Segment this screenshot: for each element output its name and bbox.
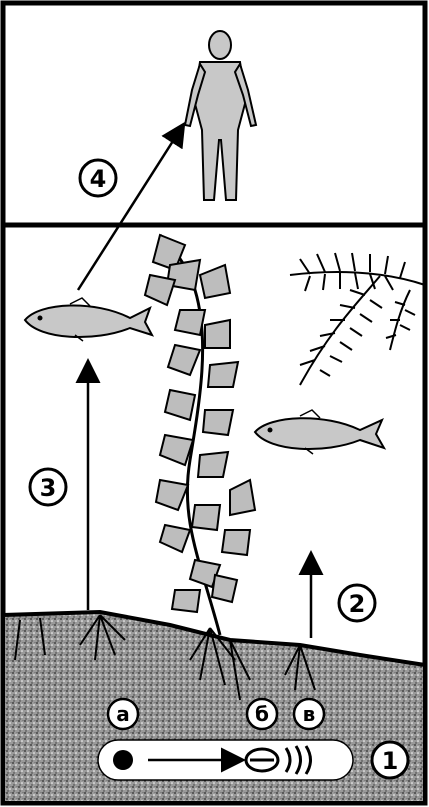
stage-label-b: б <box>247 699 277 729</box>
stage-label-a-text: а <box>116 702 130 726</box>
marker-1: 1 <box>372 742 408 778</box>
stage-label-v-text: в <box>303 702 316 726</box>
stage-label-v: в <box>294 699 324 729</box>
marker-1-text: 1 <box>382 747 399 775</box>
marker-4-text: 4 <box>90 165 107 193</box>
marker-2: 2 <box>339 585 375 621</box>
marker-2-text: 2 <box>349 590 366 618</box>
stage-label-a: а <box>108 699 138 729</box>
marker-3-text: 3 <box>40 474 57 502</box>
stage-label-b-text: б <box>255 702 269 726</box>
marker-4: 4 <box>80 160 116 196</box>
egg-icon <box>113 750 133 770</box>
marker-3: 3 <box>30 469 66 505</box>
